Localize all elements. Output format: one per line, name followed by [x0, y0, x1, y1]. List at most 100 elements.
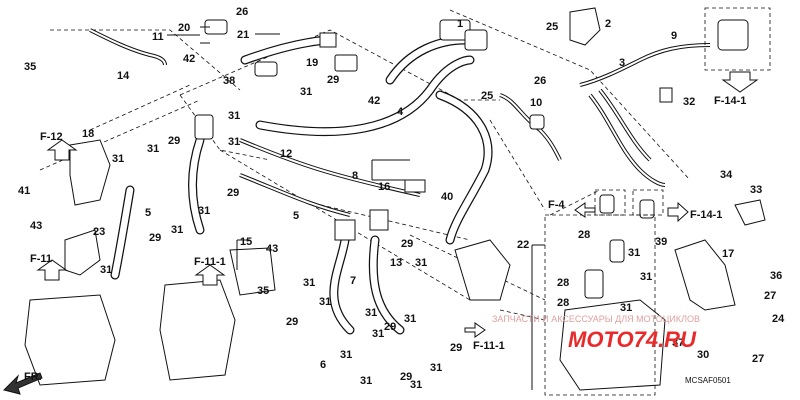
- callout-42: 42: [368, 95, 380, 107]
- callout-29: 29: [327, 74, 339, 86]
- callout-29: 29: [401, 238, 413, 250]
- callout-16: 16: [378, 181, 390, 193]
- assembly-outlines: [39, 9, 691, 321]
- callout-24: 24: [772, 313, 785, 325]
- components: [24, 7, 766, 391]
- callout-29: 29: [384, 321, 396, 333]
- callout-7: 7: [350, 275, 356, 287]
- ref-f-11-1: F-11-1: [194, 256, 226, 268]
- watermark-text: ЗАПЧАСТИ И АКСЕССУАРЫ ДЛЯ МОТОЦИКЛОВ: [492, 314, 700, 324]
- callout-43: 43: [266, 243, 278, 255]
- callout-29: 29: [149, 232, 161, 244]
- callout-31: 31: [303, 277, 315, 289]
- callout-28: 28: [578, 229, 590, 241]
- callout-38: 38: [223, 75, 235, 87]
- callout-31: 31: [360, 375, 372, 387]
- callout-3: 3: [619, 57, 625, 69]
- callout-28: 28: [557, 277, 569, 289]
- callout-27: 27: [764, 290, 776, 302]
- callout-42: 42: [183, 53, 195, 65]
- part-callouts: 35 14 11 20 26 21 42 38 19 29 31 42 25 2…: [18, 6, 785, 391]
- ref-f-11: F-11: [30, 253, 52, 265]
- callout-27: 27: [752, 353, 764, 365]
- callout-1: 1: [457, 18, 463, 30]
- callout-31: 31: [628, 247, 640, 259]
- callout-4: 4: [397, 106, 404, 118]
- ref-front: FR.: [24, 371, 42, 383]
- callout-31: 31: [640, 271, 652, 283]
- direction-arrows: [3, 71, 759, 395]
- callout-26: 26: [534, 75, 546, 87]
- callout-5: 5: [145, 207, 151, 219]
- callout-31: 31: [100, 264, 112, 276]
- brake-pipes: [89, 28, 711, 217]
- reference-labels: F-14-1 F-12 F-11 F-11-1 F-4 F-14-1 F-11-…: [24, 95, 746, 383]
- arrow-down-icon: [721, 71, 759, 93]
- arrow-right-icon: [667, 201, 689, 223]
- callout-31: 31: [319, 296, 331, 308]
- arrow-up-icon: [194, 264, 226, 286]
- site-logo: MOTO74.RU: [568, 327, 697, 352]
- callout-19: 19: [306, 57, 318, 69]
- callout-14: 14: [117, 70, 130, 82]
- arrow-up-icon: [46, 139, 78, 161]
- callout-31: 31: [300, 86, 312, 98]
- callout-5: 5: [293, 210, 299, 222]
- callout-31: 31: [620, 302, 632, 314]
- callout-20: 20: [178, 22, 190, 34]
- callout-21: 21: [237, 29, 249, 41]
- diagram-code: MCSAF0501: [685, 376, 731, 385]
- callout-32: 32: [683, 96, 695, 108]
- callout-31: 31: [415, 257, 427, 269]
- callout-31: 31: [410, 379, 422, 391]
- callout-43: 43: [30, 220, 42, 232]
- arrow-right-icon: [464, 322, 486, 338]
- callout-31: 31: [372, 328, 384, 340]
- callout-30: 30: [697, 349, 709, 361]
- callout-31: 31: [112, 153, 124, 165]
- arrow-left-icon: [574, 202, 596, 218]
- callout-2: 2: [605, 18, 611, 30]
- callout-36: 36: [770, 270, 782, 282]
- callout-23: 23: [93, 226, 105, 238]
- ref-f-4: F-4: [548, 199, 565, 211]
- callout-40: 40: [441, 191, 453, 203]
- callout-29: 29: [400, 371, 412, 383]
- callout-13: 13: [390, 257, 402, 269]
- callout-35: 35: [257, 285, 269, 297]
- callout-31: 31: [404, 313, 416, 325]
- callout-6: 6: [320, 359, 326, 371]
- callout-33: 33: [750, 184, 762, 196]
- brake-hoses: [110, 35, 493, 335]
- ref-f-11-1: F-11-1: [473, 340, 505, 352]
- callout-31: 31: [228, 110, 240, 122]
- overlays: ЗАПЧАСТИ И АКСЕССУАРЫ ДЛЯ МОТОЦИКЛОВ MOT…: [492, 314, 731, 385]
- callout-25: 25: [546, 21, 558, 33]
- ref-f-14-1: F-14-1: [714, 95, 746, 107]
- callout-8: 8: [352, 170, 358, 182]
- callout-17: 17: [722, 248, 734, 260]
- callout-31: 31: [228, 136, 240, 148]
- callout-31: 31: [198, 205, 210, 217]
- callout-35: 35: [24, 61, 36, 73]
- callout-31: 31: [340, 349, 352, 361]
- callout-29: 29: [450, 342, 462, 354]
- callout-41: 41: [18, 185, 30, 197]
- callout-34: 34: [720, 169, 733, 181]
- callout-29: 29: [286, 316, 298, 328]
- callout-37: 37: [672, 337, 684, 349]
- callout-31: 31: [147, 143, 159, 155]
- callout-22: 22: [517, 239, 529, 251]
- callout-29: 29: [227, 187, 239, 199]
- callout-10: 10: [530, 97, 542, 109]
- arrow-front-icon: [3, 372, 43, 395]
- callout-11: 11: [152, 31, 164, 43]
- leader-lines: [167, 26, 545, 390]
- callout-31: 31: [171, 224, 183, 236]
- callout-12: 12: [280, 148, 292, 160]
- ref-f-12: F-12: [40, 131, 63, 143]
- callout-25: 25: [481, 90, 493, 102]
- callout-26: 26: [236, 6, 248, 18]
- callout-18: 18: [82, 128, 94, 140]
